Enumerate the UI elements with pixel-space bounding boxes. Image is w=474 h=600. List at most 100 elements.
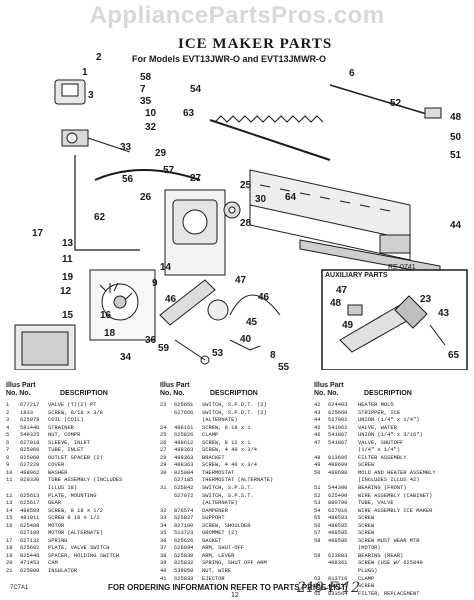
part-description: COIL (COIL)	[48, 417, 84, 424]
part-number: 544300	[328, 485, 348, 492]
illus-number: 26	[160, 439, 167, 446]
page-subtitle: For Models EVT13JWR-O and EVT13JMWR-O	[132, 54, 327, 64]
part-description: (INCLUDES ILLUS 42)	[358, 477, 420, 484]
part-number: 488363	[174, 447, 194, 454]
part-description: UNION (1/4" x 1/4")	[358, 417, 420, 424]
part-description: FILTER, REPLACEMENT	[358, 590, 420, 597]
part-description: SCREW	[358, 522, 375, 529]
callout-number: 46	[165, 294, 177, 305]
part-number: 581440	[20, 424, 40, 431]
callout-number: 47	[235, 275, 247, 286]
illus-number: 50	[314, 469, 321, 476]
page-title: ICE MAKER PARTS	[178, 36, 333, 52]
header-no-label: No. No.	[314, 390, 339, 397]
illus-number: 37	[160, 545, 167, 552]
callout-number: 44	[450, 220, 462, 231]
callout-number: 33	[120, 142, 132, 153]
header-description-col2: DESCRIPTION	[210, 390, 258, 397]
illus-number: 16	[6, 522, 13, 529]
illus-number: 25	[160, 432, 167, 439]
illus-number: 3	[6, 417, 10, 424]
callout-number: 48	[450, 112, 462, 123]
part-description: ARM, SHUT-OFF	[202, 545, 245, 552]
illus-number: 5	[6, 432, 10, 439]
illus-number: 64	[314, 583, 321, 590]
part-description: (MOTOR)	[358, 545, 381, 552]
part-number: 625833	[174, 575, 194, 582]
part-number: 481911	[20, 515, 40, 522]
callout-number: 46	[258, 292, 270, 303]
part-number: 625660	[328, 409, 348, 416]
part-description: SCREW	[358, 462, 375, 469]
part-number: 825960	[20, 454, 40, 461]
part-description: SWITCH, S.P.D.T. (2)	[202, 402, 267, 408]
parts-list-row: PLUGS)	[314, 568, 468, 576]
part-description: SCREW, 8 18 x 1	[202, 424, 251, 431]
illus-number: 46	[314, 432, 321, 439]
part-number: 627108	[20, 530, 40, 537]
part-number: 625617	[20, 500, 40, 507]
part-description: COVER	[48, 462, 65, 469]
illus-number: 21	[6, 568, 13, 575]
callout-number: 45	[246, 317, 258, 328]
callout-number: 10	[145, 108, 157, 119]
part-number: 625613	[20, 492, 40, 499]
part-description: STRIPPER, ICE	[358, 409, 401, 416]
part-description: BRACKET	[202, 454, 225, 461]
aux-callout-number: 47	[336, 285, 348, 296]
illus-number: 56	[314, 522, 321, 529]
parts-list-row: (ALTERNATE)	[160, 500, 312, 508]
part-number: 625979	[20, 417, 40, 424]
illus-number: 63	[314, 575, 321, 582]
illus-number: 44	[314, 417, 321, 424]
part-description: WIRE ASSEMBLY (CABINET)	[358, 492, 433, 499]
aux-callout-number: 65	[448, 350, 460, 361]
illus-number: 49	[314, 462, 321, 469]
illus-number: 65	[314, 590, 321, 597]
callout-number: 28	[240, 218, 252, 229]
callout-number: 26	[140, 192, 152, 203]
part-description: SPRING	[48, 537, 68, 544]
part-number: 625488	[20, 522, 40, 529]
illus-number: 11	[6, 477, 13, 484]
callout-number: 3	[88, 90, 94, 101]
part-number: 488595	[328, 530, 348, 537]
illus-number: 20	[6, 560, 13, 567]
illus-number: 22	[160, 402, 167, 408]
illus-number: 9	[6, 462, 10, 469]
illus-number: 6	[6, 439, 10, 446]
callout-number: 13	[62, 238, 74, 249]
illus-number: 52	[314, 492, 321, 499]
part-description: PLUGS)	[358, 568, 378, 575]
callout-number: 58	[140, 72, 152, 83]
callout-number: 53	[212, 348, 224, 359]
part-description: TUBE ASSEMBLY (INCLUDES	[48, 477, 123, 484]
part-number: 627666	[174, 409, 194, 416]
part-description: EJECTOR	[202, 575, 225, 582]
part-number: 625651	[174, 402, 194, 408]
illus-number: 43	[314, 409, 321, 416]
auxiliary-parts-label: AUXILIARY PARTS	[325, 272, 388, 279]
part-description: VALVE, WATER	[358, 424, 397, 431]
part-number: 825832	[174, 560, 194, 567]
callout-number: 54	[190, 84, 202, 95]
callout-number: 34	[120, 352, 132, 363]
